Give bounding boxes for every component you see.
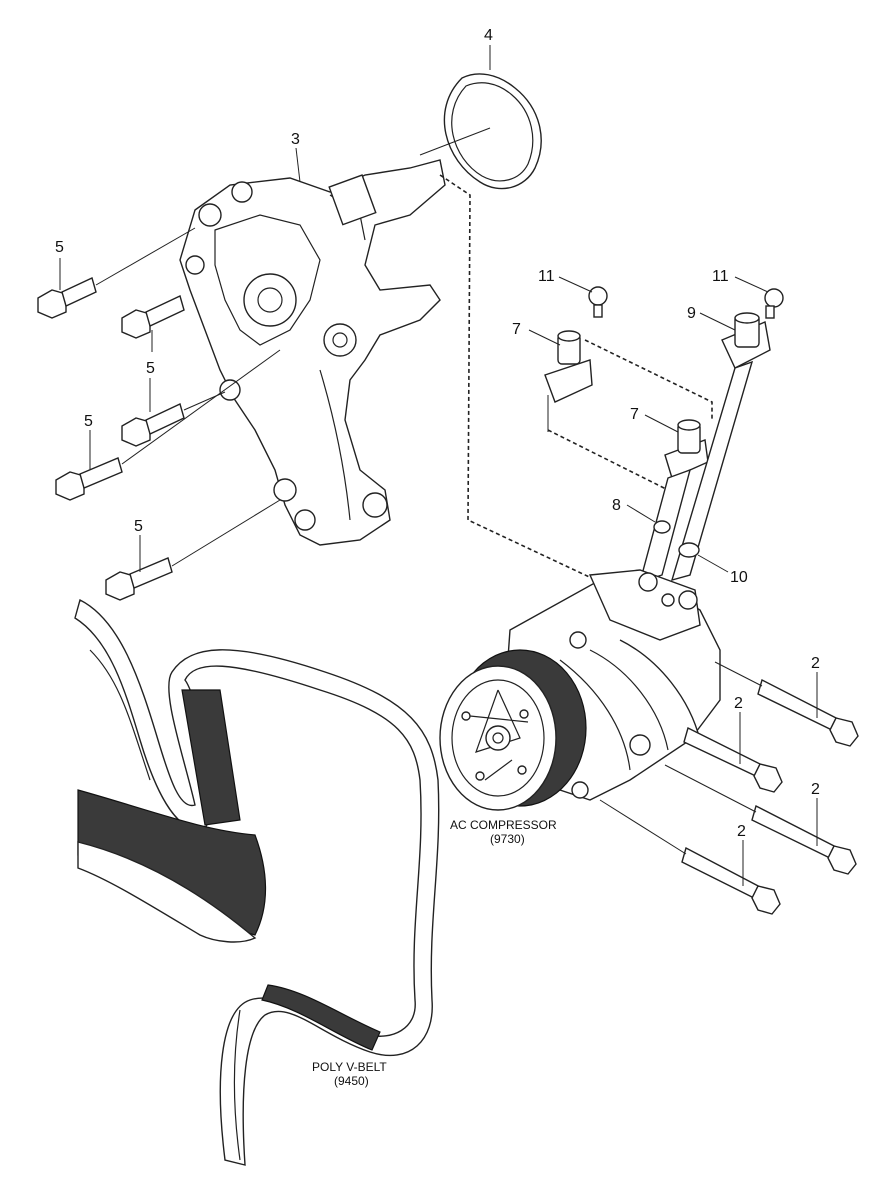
bolt-5d (55, 349, 281, 501)
callout-5a: 5 (55, 239, 64, 256)
fitting-7a (544, 330, 593, 403)
bolt-5a (37, 227, 196, 319)
callout-2c: 2 (811, 781, 820, 798)
long-bolt-2a (714, 661, 859, 747)
bolt-5c (121, 391, 226, 447)
long-bolt-2d (599, 799, 781, 915)
callout-8: 8 (612, 497, 621, 514)
callout-10: 10 (730, 569, 748, 586)
poly-v-belt-label: POLY V-BELT (312, 1060, 387, 1074)
small-bolt-11b (764, 288, 784, 319)
callout-9: 9 (687, 305, 696, 322)
callout-2b: 2 (734, 695, 743, 712)
ac-compressor-label: AC COMPRESSOR (450, 818, 557, 832)
poly-v-belt-code: (9450) (334, 1074, 369, 1088)
bolt-5e (105, 499, 281, 601)
ac-compressor-code: (9730) (490, 832, 525, 846)
callout-2a: 2 (811, 655, 820, 672)
callout-5b: 5 (146, 360, 155, 377)
poly-v-belt (74, 598, 440, 1166)
mounting-bracket-part-3 (179, 159, 446, 546)
long-bolt-2b (683, 726, 783, 793)
callout-7b: 7 (630, 406, 639, 423)
callout-5c: 5 (84, 413, 93, 430)
o-ring-10 (678, 542, 700, 558)
callout-3: 3 (291, 131, 300, 148)
callout-5d: 5 (134, 518, 143, 535)
pipe-fitting-9 (670, 312, 771, 582)
bolt-5b (121, 295, 185, 339)
long-bolt-2c (664, 764, 857, 875)
ac-compressor (439, 569, 721, 811)
callout-11b: 11 (712, 268, 729, 285)
small-bolt-11a (588, 286, 608, 318)
gasket-ring-part-4 (419, 73, 542, 190)
callout-2d: 2 (737, 823, 746, 840)
o-ring-8 (653, 520, 671, 534)
callout-11a: 11 (538, 268, 555, 285)
callout-4: 4 (484, 27, 493, 44)
callout-7a: 7 (512, 321, 521, 338)
